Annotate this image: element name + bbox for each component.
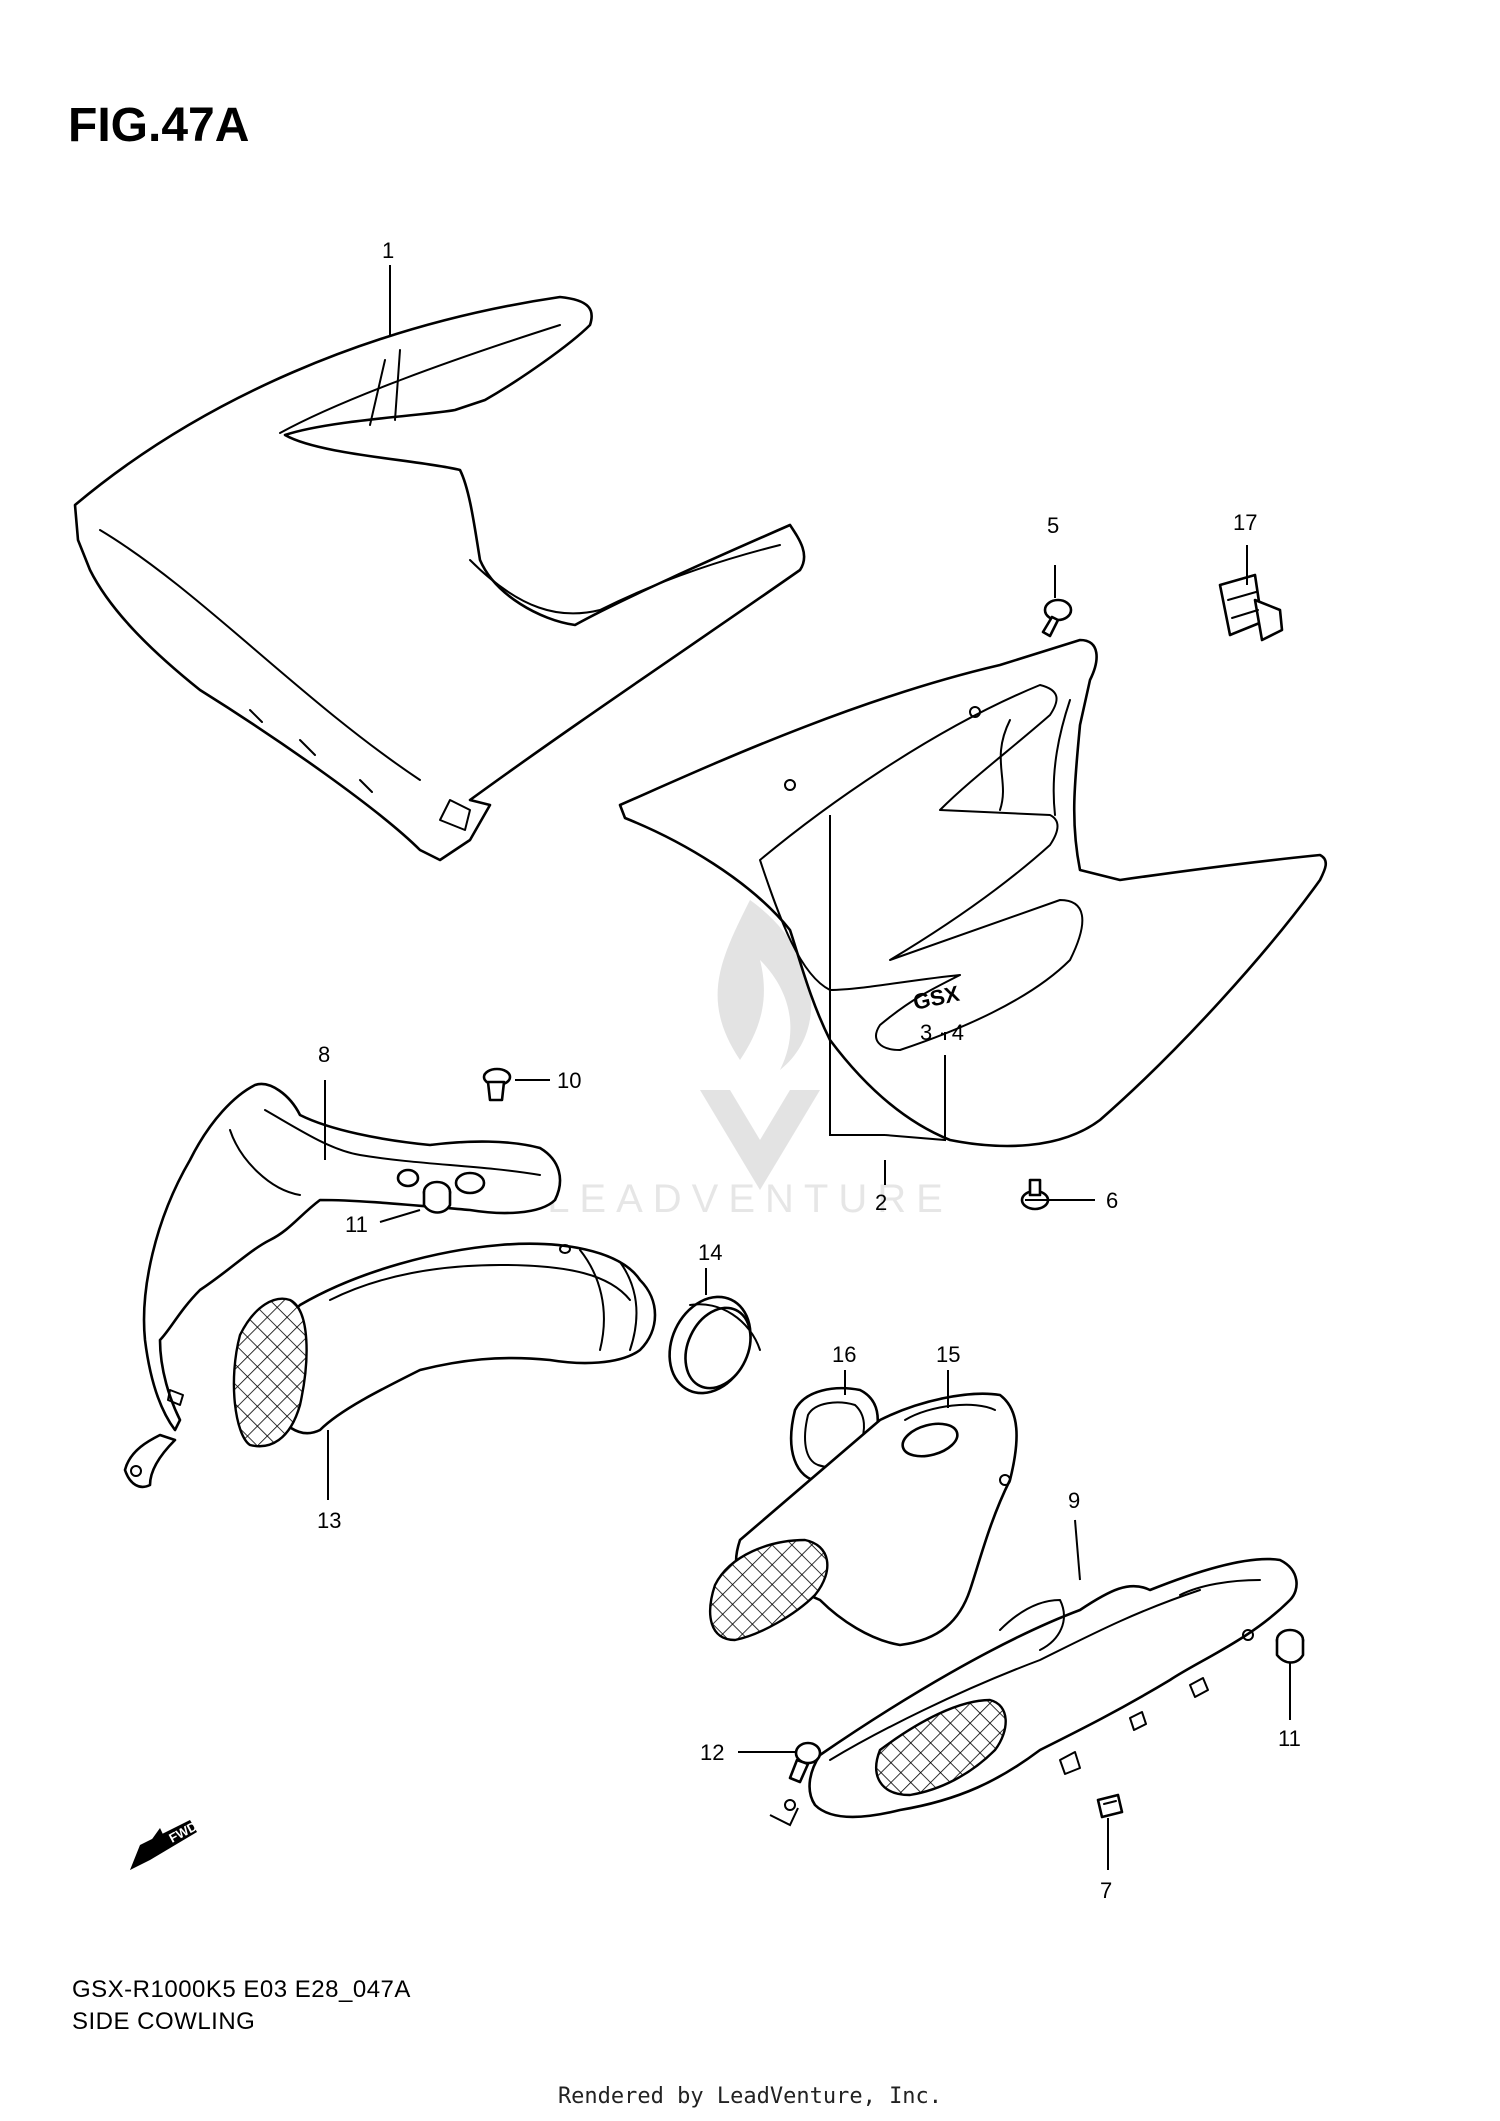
part-5-screw[interactable] xyxy=(1041,598,1073,638)
part-7-nut-clip[interactable] xyxy=(1096,1793,1124,1819)
part-8-inner-bracket[interactable] xyxy=(123,1082,562,1489)
watermark-logo xyxy=(700,900,820,1190)
callout-numbers: 1 5 17 3 · 4 2 6 8 10 11 14 13 16 15 9 1… xyxy=(317,238,1301,1903)
callout-9: 9 xyxy=(1068,1488,1080,1513)
callout-15: 15 xyxy=(936,1342,960,1367)
callout-6: 6 xyxy=(1106,1188,1118,1213)
callout-1: 1 xyxy=(382,238,394,263)
part-12-bolt[interactable] xyxy=(788,1741,822,1784)
callout-13: 13 xyxy=(317,1508,341,1533)
callout-3-4: 3 · 4 xyxy=(920,1020,964,1045)
part-17-clip[interactable] xyxy=(1218,573,1284,642)
fwd-label: FWD xyxy=(166,1819,199,1846)
part-13-air-duct[interactable] xyxy=(232,1242,657,1448)
part-2-side-cowling[interactable]: GSX xyxy=(618,638,1328,1148)
part-15-inner-duct[interactable] xyxy=(708,1392,1018,1647)
callout-2: 2 xyxy=(875,1190,887,1215)
callout-7: 7 xyxy=(1100,1878,1112,1903)
part-11-grommet-right[interactable] xyxy=(1275,1628,1305,1664)
model-code: GSX-R1000K5 E03 E28_047A xyxy=(72,1976,411,2003)
part-10-rivet[interactable] xyxy=(482,1067,512,1102)
section-name: SIDE COWLING xyxy=(72,2008,256,2035)
callout-17: 17 xyxy=(1233,510,1257,535)
callout-14: 14 xyxy=(698,1240,722,1265)
callout-10: 10 xyxy=(557,1068,581,1093)
callout-11-left: 11 xyxy=(345,1212,368,1237)
part-6-bolt[interactable] xyxy=(1020,1178,1050,1211)
callout-12: 12 xyxy=(700,1740,724,1765)
part-9-lower-inner-cowling[interactable] xyxy=(784,1557,1298,1819)
watermark-text: LEADVENTURE xyxy=(547,1177,953,1221)
part-14-ring-seal[interactable] xyxy=(654,1284,765,1407)
fwd-direction-arrow: FWD xyxy=(130,1819,200,1870)
callout-8: 8 xyxy=(318,1042,330,1067)
callout-5: 5 xyxy=(1047,513,1059,538)
part-1-upper-cowling[interactable] xyxy=(73,295,806,862)
callout-11-right: 11 xyxy=(1278,1726,1301,1751)
callout-16: 16 xyxy=(832,1342,856,1367)
leader-lines xyxy=(324,265,1291,1870)
part-11-grommet-left[interactable] xyxy=(422,1180,452,1214)
figure-title: FIG.47A xyxy=(68,99,250,152)
rendered-by-credit: Rendered by LeadVenture, Inc. xyxy=(557,2084,943,2109)
